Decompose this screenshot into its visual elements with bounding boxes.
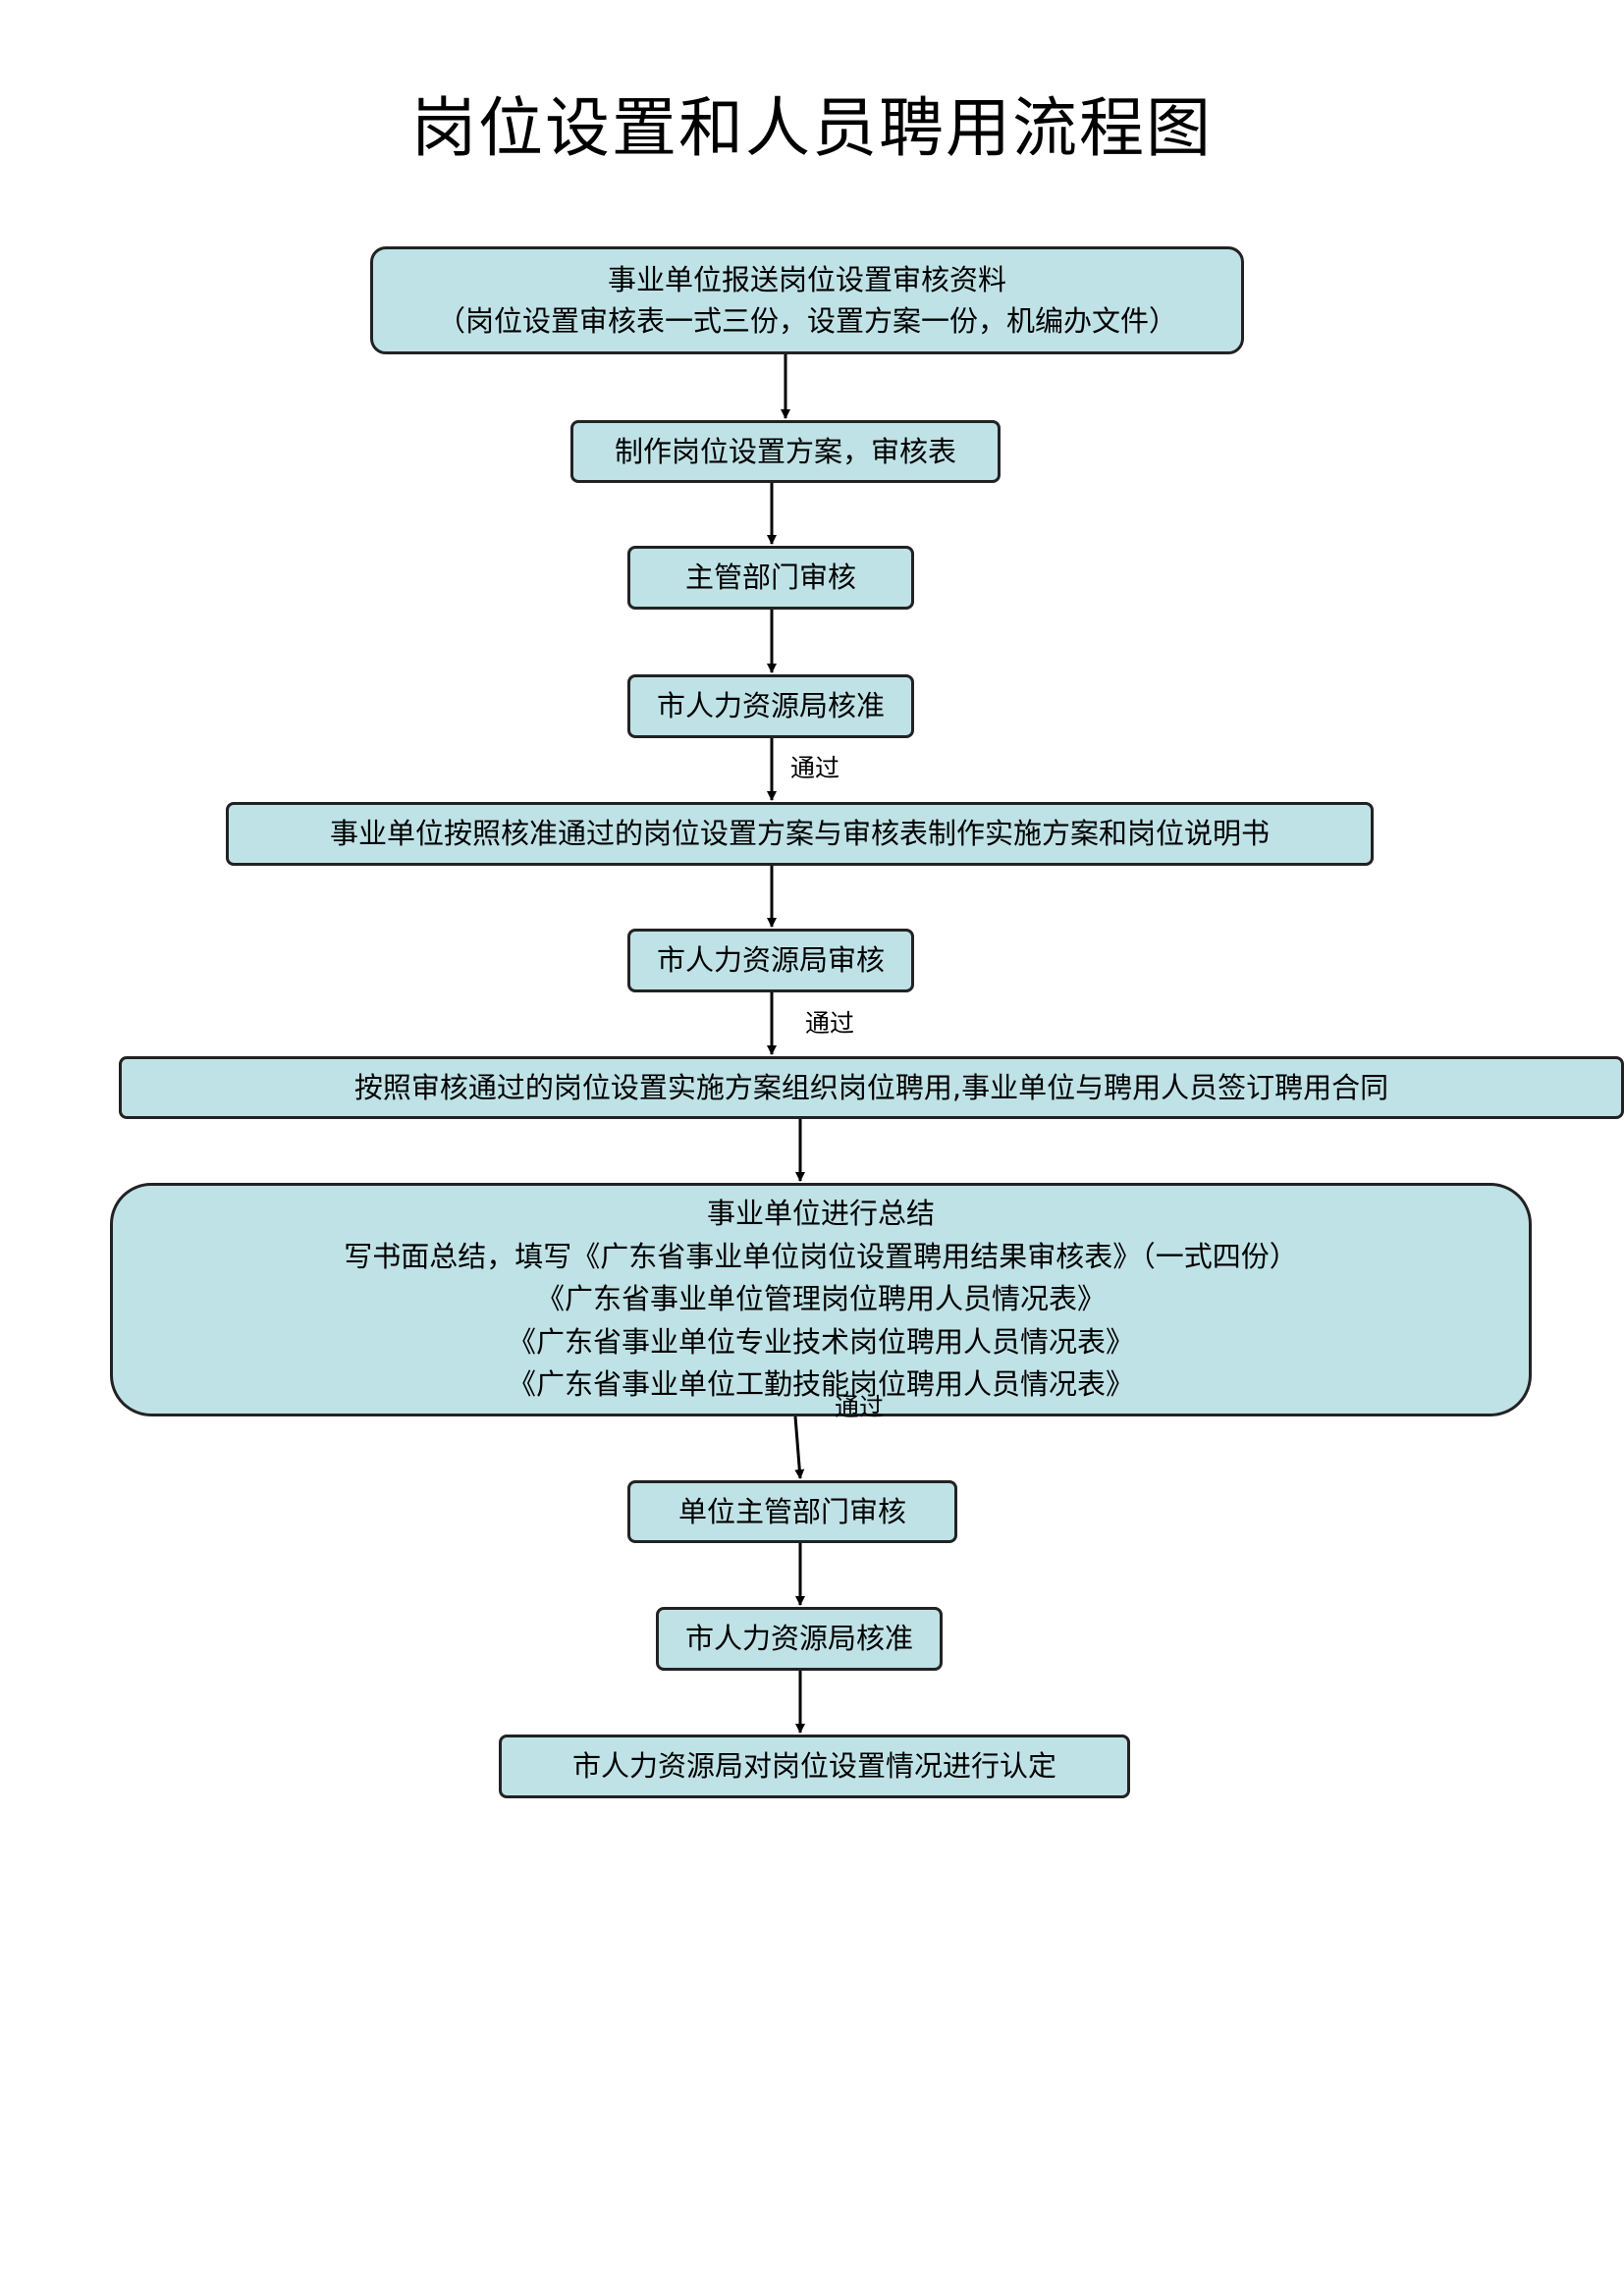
step-8-line-1: 事业单位进行总结 — [706, 1197, 935, 1231]
step-hr-certification: 市人力资源局对岗位设置情况进行认定 — [499, 1735, 1130, 1798]
edge-label-pass-2: 通过 — [805, 1009, 855, 1038]
step-8-line-2: 写书面总结，填写《广东省事业单位岗位设置聘用结果审核表》（一式四份） — [344, 1239, 1298, 1273]
step-implementation-plan: 事业单位按照核准通过的岗位设置方案与审核表制作实施方案和岗位说明书 — [226, 802, 1374, 866]
step-10-line-1: 市人力资源局核准 — [684, 1622, 913, 1656]
step-unit-department-review: 单位主管部门审核 — [627, 1480, 957, 1543]
step-7-line-1: 按照审核通过的岗位设置实施方案组织岗位聘用,事业单位与聘用人员签订聘用合同 — [353, 1070, 1389, 1104]
step-11-line-1: 市人力资源局对岗位设置情况进行认定 — [571, 1749, 1056, 1784]
step-submit-materials: 事业单位报送岗位设置审核资料 （岗位设置审核表一式三份，设置方案一份，机编办文件… — [370, 246, 1244, 354]
step-6-line-1: 市人力资源局审核 — [656, 943, 885, 978]
step-sign-contract: 按照审核通过的岗位设置实施方案组织岗位聘用,事业单位与聘用人员签订聘用合同 — [119, 1056, 1624, 1119]
step-hr-final-approval: 市人力资源局核准 — [656, 1607, 943, 1671]
step-hr-review: 市人力资源局审核 — [627, 929, 914, 992]
step-8-line-3: 《广东省事业单位管理岗位聘用人员情况表》 — [535, 1282, 1106, 1316]
arrow-8-9 — [793, 1415, 805, 1479]
step-4-line-1: 市人力资源局核准 — [656, 689, 885, 723]
step-hr-approval: 市人力资源局核准 — [627, 674, 914, 738]
step-8-line-4: 《广东省事业单位专业技术岗位聘用人员情况表》 — [507, 1324, 1134, 1359]
page-title: 岗位设置和人员聘用流程图 — [411, 90, 1213, 166]
step-8-line-5: 《广东省事业单位工勤技能岗位聘用人员情况表》 — [507, 1367, 1134, 1402]
step-1-line-1: 事业单位报送岗位设置审核资料 — [607, 262, 1006, 296]
edge-label-pass-1: 通过 — [790, 754, 840, 782]
step-5-line-1: 事业单位按照核准通过的岗位设置方案与审核表制作实施方案和岗位说明书 — [329, 817, 1270, 851]
step-1-line-2: （岗位设置审核表一式三份，设置方案一份，机编办文件） — [436, 304, 1177, 338]
step-3-line-1: 主管部门审核 — [684, 561, 856, 595]
step-department-review: 主管部门审核 — [627, 546, 914, 610]
edge-label-pass-3: 通过 — [835, 1393, 885, 1421]
step-2-line-1: 制作岗位设置方案，审核表 — [614, 434, 956, 468]
step-9-line-1: 单位主管部门审核 — [677, 1494, 906, 1528]
step-make-plan: 制作岗位设置方案，审核表 — [570, 420, 1001, 483]
step-summary: 事业单位进行总结 写书面总结，填写《广东省事业单位岗位设置聘用结果审核表》（一式… — [110, 1183, 1532, 1416]
